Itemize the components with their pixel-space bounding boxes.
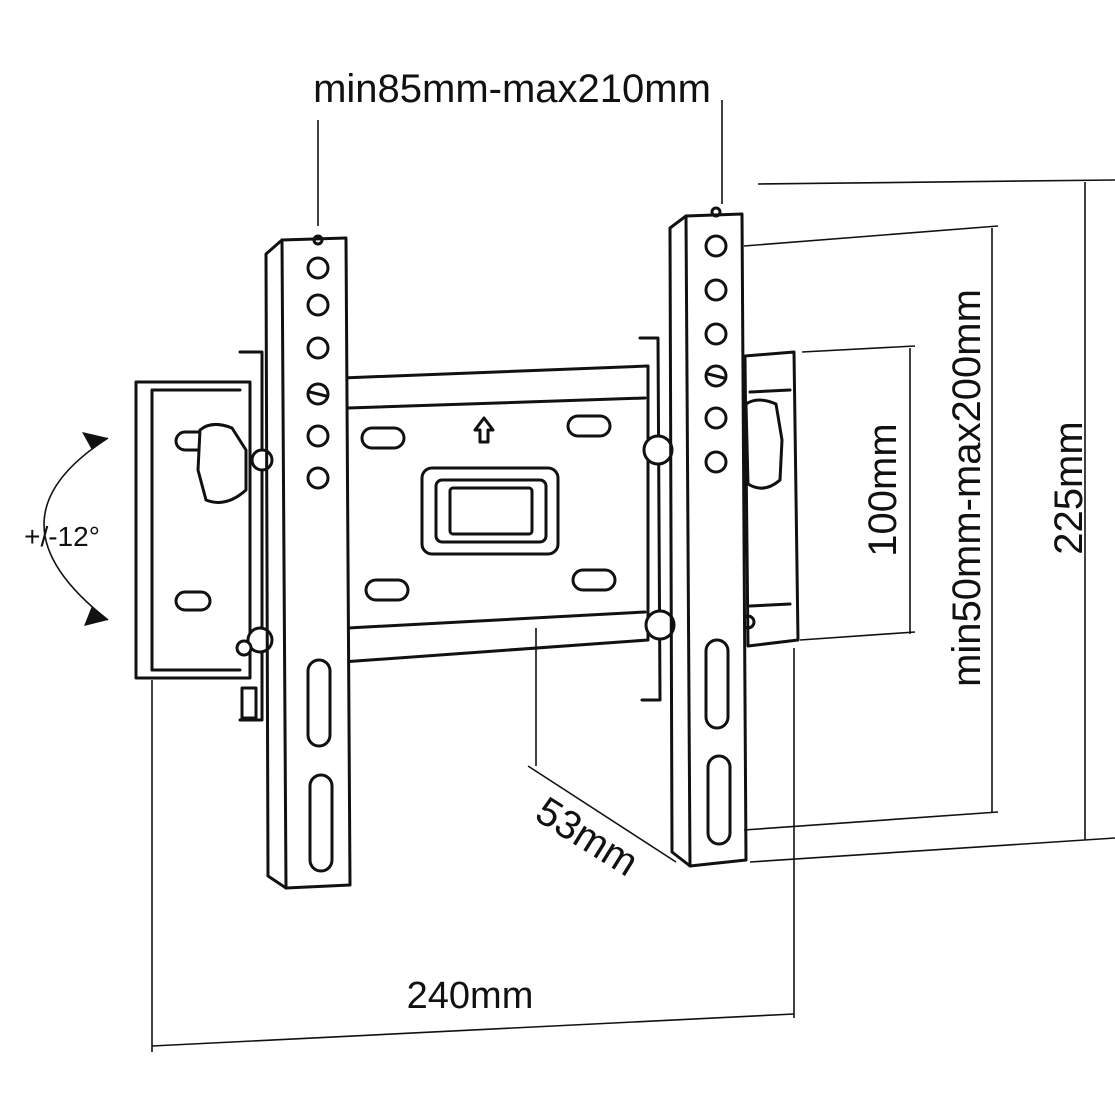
left-tilt-knob (196, 423, 248, 504)
plate-center-cutout (420, 466, 560, 556)
tilt-arc (43, 437, 109, 621)
right-arm (668, 206, 748, 868)
tilt-label: +/-12° (24, 521, 100, 552)
right-tilt-assembly (638, 336, 800, 702)
plate-slot-top-right (566, 414, 612, 438)
plate-slot-top-left (360, 426, 406, 450)
tilt-arrow-top-icon (82, 432, 108, 450)
left-tilt-assembly (134, 350, 274, 722)
right-upper-bolt (642, 434, 674, 466)
dimension-lines (43, 100, 1115, 1052)
up-arrow-icon (473, 416, 495, 444)
plate-slot-bottom-right (571, 568, 617, 592)
right-tilt-knob (744, 398, 784, 490)
wall-plate (340, 364, 650, 664)
tilt-arrow-bottom-icon (84, 606, 108, 626)
right-lower-bolt (644, 609, 676, 641)
left-arm (264, 234, 352, 890)
vesa-vertical-label: min50mm-max200mm (945, 289, 989, 687)
wall-plate-height-label: 100mm (861, 423, 905, 556)
bracket-height-label: 225mm (1047, 421, 1091, 554)
vesa-horizontal-label: min85mm-max210mm (313, 67, 711, 111)
plate-slot-bottom-left (364, 578, 410, 602)
width-label: 240mm (407, 975, 534, 1017)
